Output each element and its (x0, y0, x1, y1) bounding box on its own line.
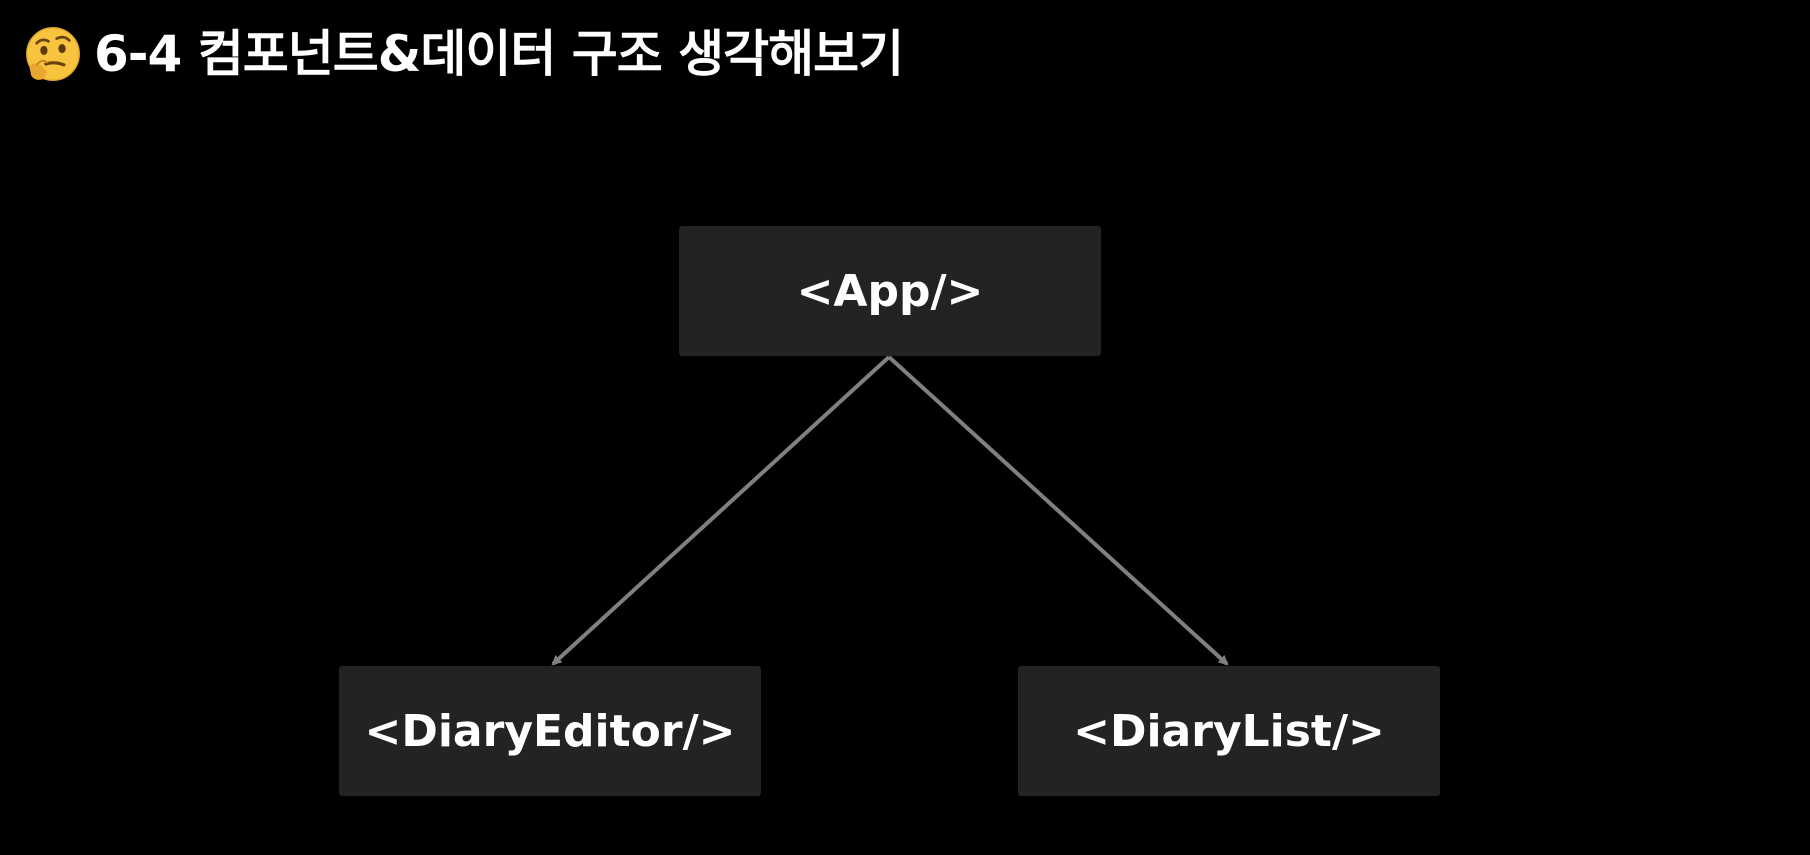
node-diary-list-label: <DiaryList/> (1073, 705, 1385, 757)
node-diary-list: <DiaryList/> (1018, 666, 1440, 796)
node-diary-editor-label: <DiaryEditor/> (364, 705, 736, 757)
thinking-face-icon (26, 27, 80, 81)
node-app: <App/> (679, 226, 1101, 356)
edge-app-to-diary-editor (551, 355, 891, 666)
page-title: 6-4 컴포넌트&데이터 구조 생각해보기 (94, 25, 904, 83)
node-app-label: <App/> (796, 265, 984, 317)
edge-app-to-diary-list (887, 355, 1229, 666)
slide-header: 6-4 컴포넌트&데이터 구조 생각해보기 (24, 18, 904, 90)
node-diary-editor: <DiaryEditor/> (339, 666, 761, 796)
